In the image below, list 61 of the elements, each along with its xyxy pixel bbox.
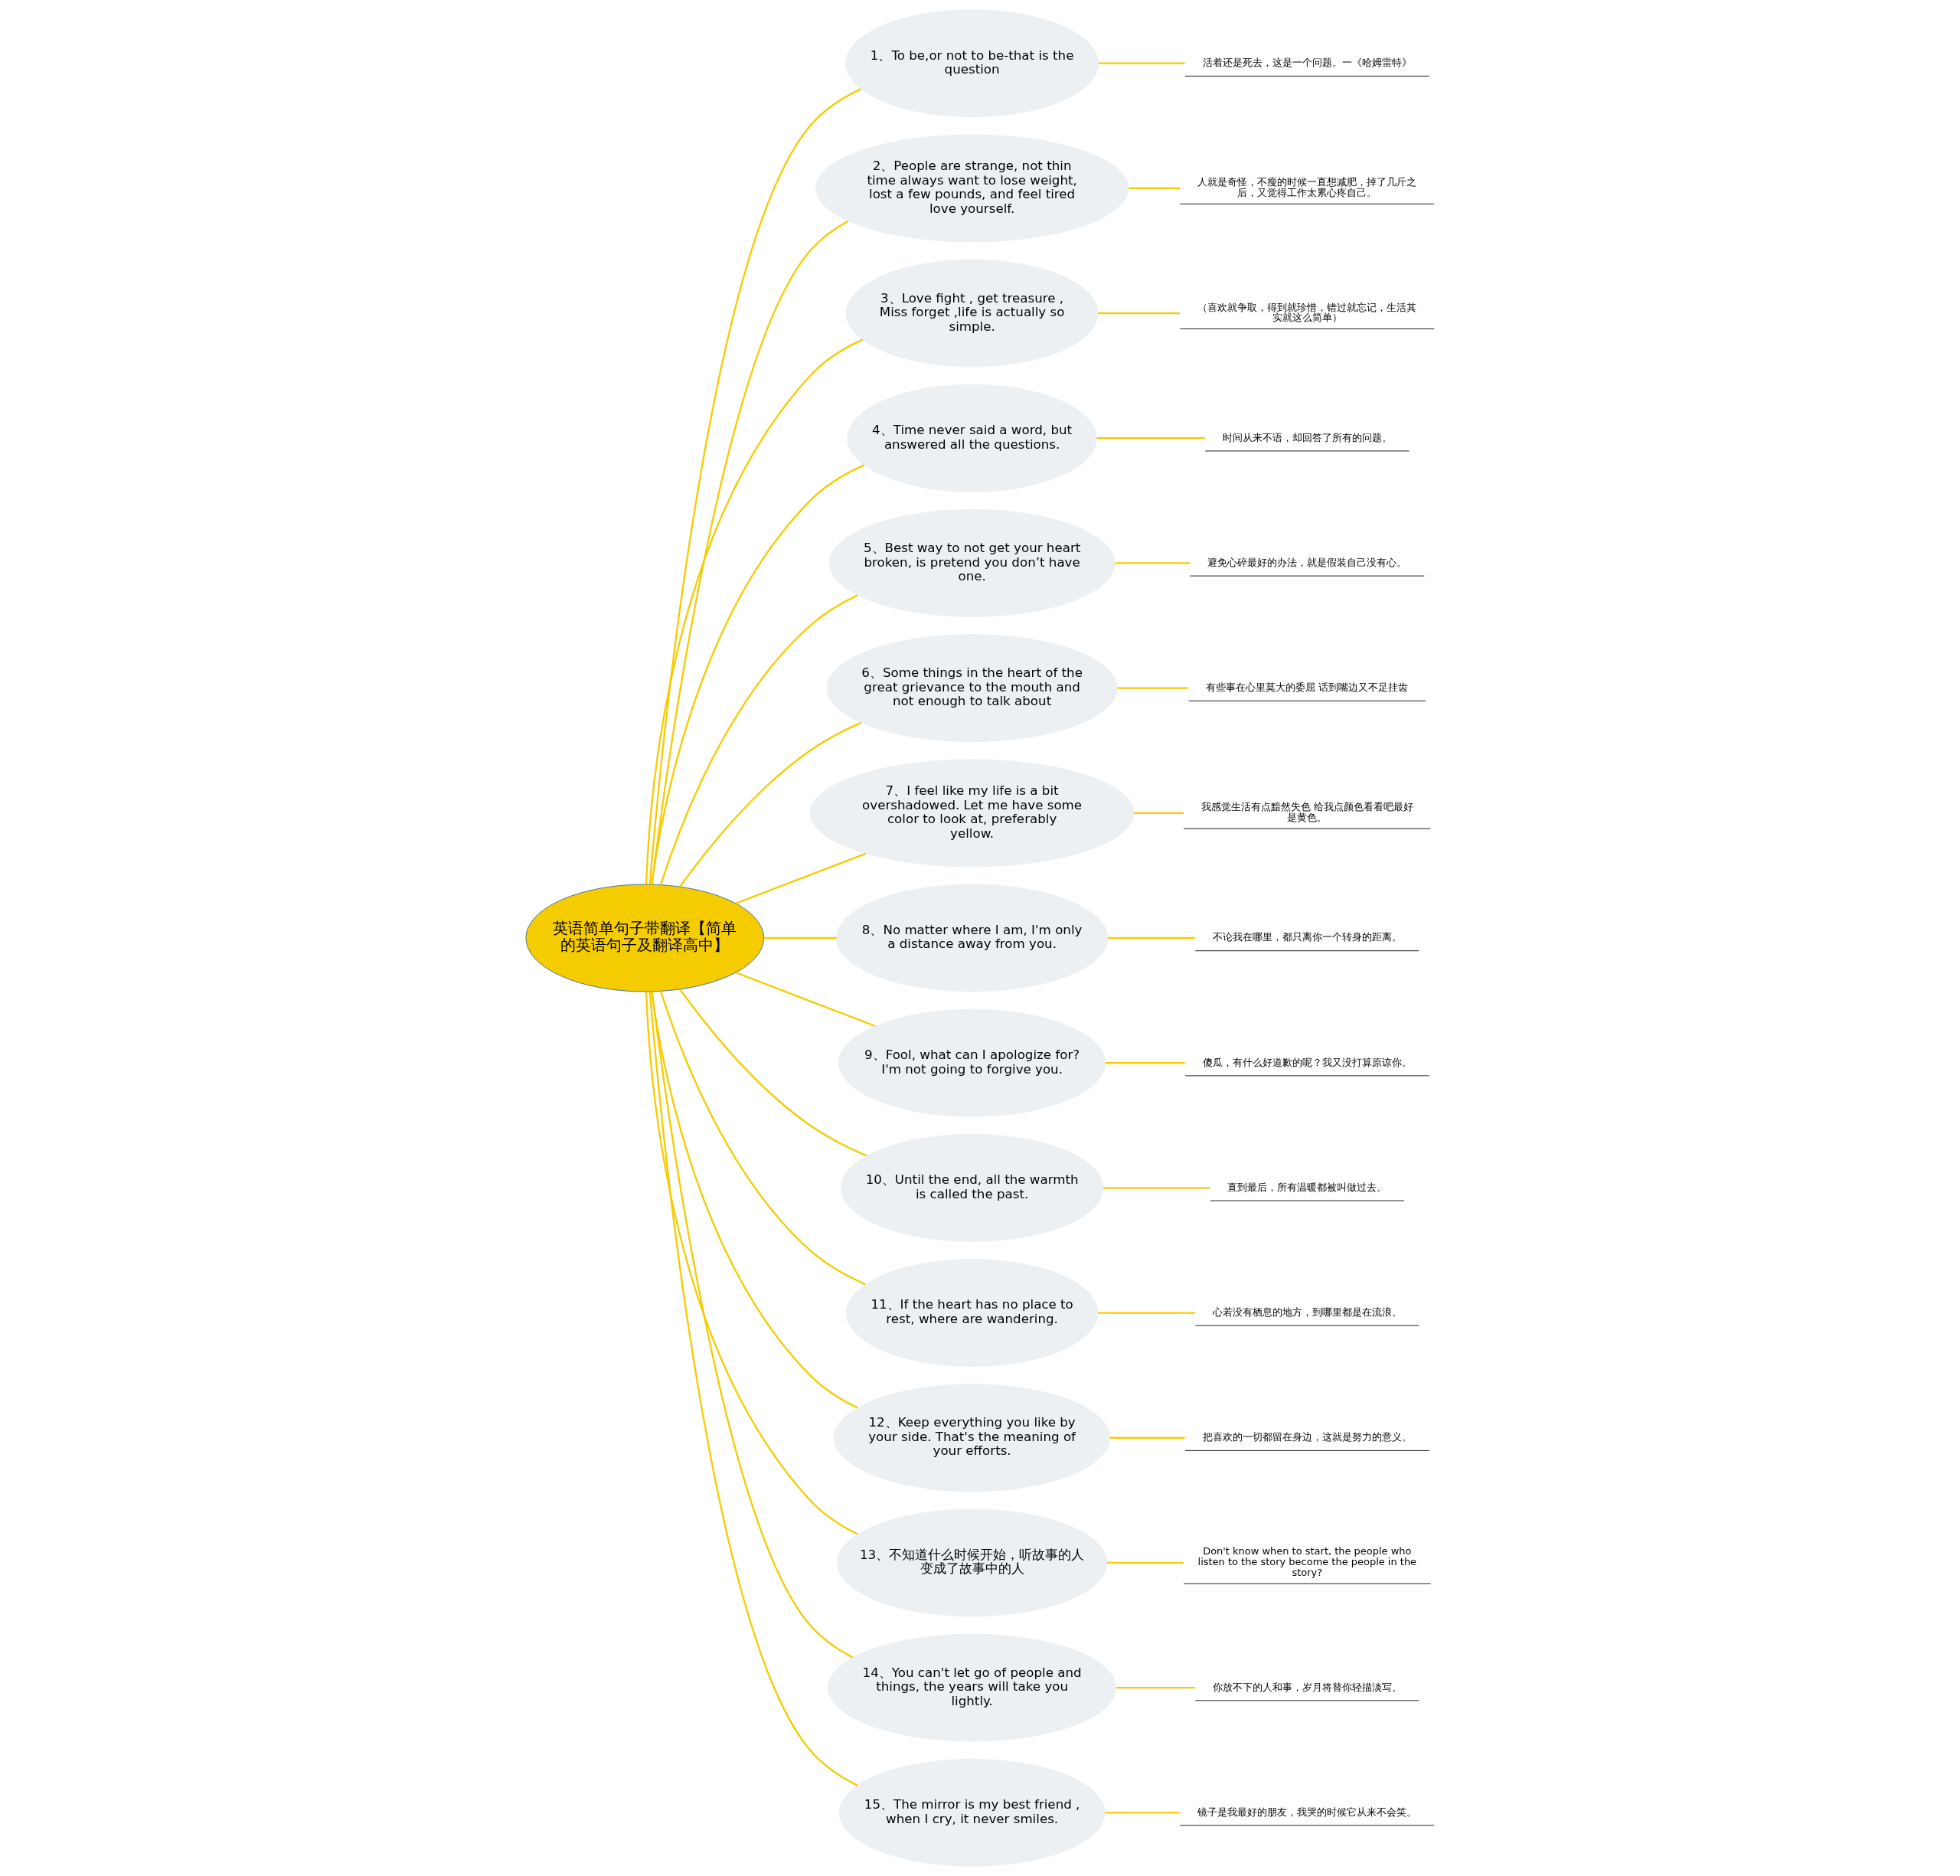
node-text: 心若没有栖息的地方，到哪里都是在流浪。 bbox=[1212, 1306, 1402, 1318]
connector bbox=[1106, 1062, 1185, 1064]
node-text: （喜欢就争取，得到就珍惜，错过就忘记，生活其实就这么简单） bbox=[1197, 301, 1417, 324]
node-text: 我感觉生活有点黯然失色 给我点颜色看看吧最好是黄色。 bbox=[1200, 801, 1413, 824]
node-text: 不论我在哪里，都只离你一个转身的距离。 bbox=[1212, 931, 1402, 943]
node-ellipse: 7、I feel like my life is a bit overshadowed. Let me have some color to look at, preferably yellow. bbox=[809, 759, 1135, 868]
node-ellipse: 4、Time never said a word, but answered all the questions. bbox=[847, 384, 1097, 492]
node-text: 傻瓜，有什么好道歉的呢？我又没打算原谅你。 bbox=[1202, 1056, 1412, 1068]
node-text: 避免心碎最好的办法，就是假装自己没有心。 bbox=[1207, 556, 1407, 568]
connector bbox=[1116, 1686, 1195, 1689]
node-text: 把喜欢的一切都留在身边，这就是努力的意义。 bbox=[1202, 1431, 1412, 1443]
node-ellipse: 9、Fool, what can I apologize for? I'm not going to forgive you. bbox=[838, 1008, 1106, 1117]
connector bbox=[659, 594, 858, 885]
node-ellipse: 1、To be,or not to be-that is the question bbox=[845, 9, 1099, 118]
connector bbox=[650, 991, 858, 1409]
node-ellipse: 6、Some things in the heart of the great grievance to the mouth and not enough to talk about bbox=[826, 634, 1118, 743]
connector bbox=[1134, 812, 1184, 814]
node-ellipse: 5、Best way to not get your heart broken, is pretend you don’t have one. bbox=[828, 508, 1116, 617]
connector bbox=[648, 992, 858, 1786]
connector bbox=[1096, 437, 1205, 440]
node-ellipse: 13、不知道什么时候开始，听故事的人变成了故事中的人 bbox=[836, 1508, 1108, 1617]
connector bbox=[659, 991, 866, 1286]
connector bbox=[1129, 187, 1181, 190]
connector bbox=[651, 991, 854, 1659]
node-text: 直到最后，所有温暖都被叫做过去。 bbox=[1227, 1181, 1387, 1193]
connector bbox=[679, 721, 861, 887]
connector bbox=[648, 88, 861, 884]
node-text: 有些事在心里莫大的委屈 话到嘴边又不足挂齿 bbox=[1206, 681, 1409, 694]
connector bbox=[1105, 1812, 1181, 1814]
connector bbox=[1117, 687, 1189, 689]
connector bbox=[764, 936, 837, 940]
node-text: 你放不下的人和事，岁月将替你轻描淡写。 bbox=[1212, 1681, 1402, 1693]
node-text: 时间从来不语，却回答了所有的问题。 bbox=[1222, 431, 1392, 443]
connector bbox=[735, 972, 876, 1028]
node-ellipse: 14、You can't let go of people and things, the years will take you lightly. bbox=[827, 1633, 1117, 1742]
node-ellipse: 3、Love fight , get treasure , Miss forget ,life is actually so simple. bbox=[845, 259, 1099, 368]
connector bbox=[1107, 936, 1195, 940]
node-ellipse: 英语简单句子带翻译【简单的英语句子及翻译高中】 bbox=[525, 884, 765, 992]
node-ellipse: 8、No matter where I am, I'm only a distance away from you. bbox=[835, 884, 1109, 992]
connector bbox=[1099, 62, 1185, 64]
connector bbox=[1098, 312, 1181, 315]
node-ellipse: 2、People are strange, not thin time always want to lose weight, lost a few pounds, and feel tired love yourself. bbox=[815, 134, 1129, 243]
node-ellipse: 12、Keep everything you like by your side. That's the meaning of your efforts. bbox=[833, 1384, 1111, 1492]
node-ellipse: 15、The mirror is my best friend , when I cry, it never smiles. bbox=[838, 1758, 1106, 1867]
node-ellipse: 10、Until the end, all the warmth is called the past. bbox=[840, 1133, 1104, 1242]
connector bbox=[1115, 562, 1191, 564]
connector bbox=[735, 852, 866, 904]
connector bbox=[1106, 1561, 1184, 1564]
connector bbox=[1098, 1312, 1195, 1314]
connector bbox=[1110, 1436, 1185, 1439]
connector bbox=[651, 220, 849, 885]
connector bbox=[645, 992, 858, 1535]
node-text: Don't know when to start, the people who listen to the story become the people in the story? bbox=[1197, 1545, 1417, 1579]
connector bbox=[679, 989, 867, 1157]
connector bbox=[650, 464, 865, 885]
node-text: 活着还是死去，这是一个问题。一《哈姆雷特》 bbox=[1202, 57, 1412, 69]
node-ellipse: 11、If the heart has no place to rest, where are wandering. bbox=[845, 1259, 1099, 1368]
connector bbox=[645, 338, 863, 884]
node-text: 人就是奇怪，不瘦的时候一直想减肥，掉了几斤之后，又觉得工作太累心疼自己。 bbox=[1197, 176, 1417, 199]
node-text: 镜子是我最好的朋友，我哭的时候它从来不会笑。 bbox=[1197, 1806, 1417, 1818]
connector bbox=[1102, 1187, 1210, 1189]
